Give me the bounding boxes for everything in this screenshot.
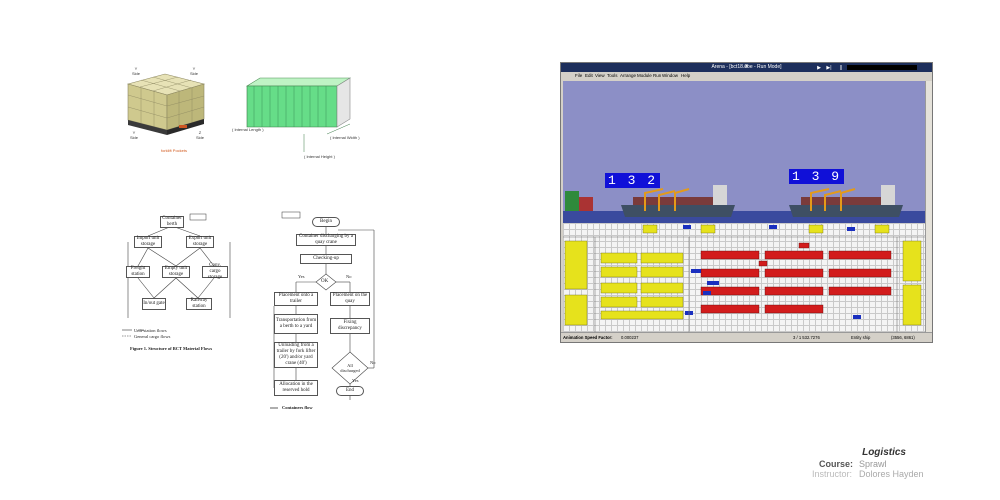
arena-status-bar: Animation Speed Factor: 0.000237 3 / 1 5… [561,332,932,342]
container-length-label: ( Internal Length ) [232,127,264,132]
container-flowchart: Begin Container discharging by a quay cr… [268,210,380,415]
arena-title-bar: Arena - [bct18.doe - Run Mode] ▶ ▶| || ■… [561,63,932,72]
fc-caption: Containers flow [282,405,313,410]
pallet-label-3: Y Side [130,130,139,140]
bct-node-export: Export unit storage [186,236,214,248]
bct-diagram: Container berth Import unit storage Expo… [118,212,238,360]
arena-title: Arena - [bct18.doe - Run Mode] [711,64,782,70]
bct-node-freight: Freight station [126,266,150,278]
bct-node-import: Import unit storage [134,236,162,248]
fc-ok: OK [321,279,329,284]
bct-caption: Figure 1. Structure of BCT Material Flow… [130,346,213,351]
fc-branch-yes-2: Yes [352,378,359,383]
ship-counter-1: 1 3 2 [605,173,661,188]
status-time: 3 / 1 532.7276 [793,335,820,340]
bct-legend-2: General cargo flows [134,334,171,339]
progress-bar [847,65,917,70]
fc-unloading: Unloading from a trailer by fork lifter … [274,342,318,368]
container-drawing [245,77,352,152]
flowchart-connectors [270,211,375,409]
pallet-illustration: Y Side Y Side Y Side Z Side forklift Poc… [110,62,220,157]
fc-fixing: Fixing discrepancy [330,318,370,334]
fc-all-discharged: All discharged [340,363,360,373]
ships-layer [563,185,925,223]
pallet-label-4: Z Side [196,130,205,140]
bct-node-conv: Conv. cargo storage [202,263,228,280]
fc-checking: Checking-up [300,254,352,264]
fc-branch-no-2: No [370,360,376,365]
container-illustration: ( Internal Length ) ( Internal Width ) (… [232,72,362,162]
status-entity: Entity ship [851,335,871,340]
menu-window[interactable]: Window [662,73,679,78]
pause-icon[interactable]: || [839,65,843,71]
menu-tools[interactable]: Tools [607,73,618,78]
fc-end: End [336,386,364,396]
course-value: Sprawl [859,459,887,469]
status-speed-label: Animation Speed Factor: [563,335,613,340]
yard-layer [563,224,925,333]
bct-node-empty: Empty unit storage [162,266,190,278]
footer-title: Logistics [862,447,906,458]
instructor-value: Dolores Hayden [859,469,924,479]
footer-instructor: Instructor: Dolores Hayden [812,469,936,481]
menu-module[interactable]: Module [637,73,652,78]
instructor-label: Instructor: [812,469,853,479]
menu-view[interactable]: View [595,73,605,78]
fc-begin: Begin [312,217,340,227]
fc-transport: Transportation from a berth to a yard [274,314,318,334]
pallet-label-1: Y Side [132,66,141,76]
menu-file[interactable]: File [575,73,583,78]
menu-help[interactable]: Help [681,73,691,78]
vertical-scrollbar[interactable] [925,81,932,333]
fc-discharging: Container discharging by a quay crane [296,234,356,246]
footer-course: Course: Sprawl [812,459,936,471]
container-width-label: ( Internal Width ) [330,135,360,140]
pallet-label-2: Y Side [190,66,199,76]
course-label: Course: [819,459,854,469]
menu-arrange[interactable]: Arrange [620,73,637,78]
bct-node-berth: Container berth [160,216,184,228]
fc-allocation: Allocation in the reserved hold [274,380,318,396]
bct-legend-1: Unit-station flows [134,328,167,333]
yard-area [563,223,925,333]
fc-placement-trailer: Placement onto a trailer [274,292,318,306]
arena-window: Arena - [bct18.doe - Run Mode] ▶ ▶| || ■… [560,62,933,343]
arena-menu-bar: File Edit View Tools Arrange Module Run … [561,72,932,80]
bct-node-gate: In/out gate [142,298,166,310]
close-icon[interactable]: ✕ [743,64,750,70]
container-height-label: ( Internal Height ) [304,154,335,159]
pallet-caption: forklift Pockets [161,148,188,153]
simulation-canvas[interactable]: 1 3 2 1 3 9 [563,81,925,333]
menu-run[interactable]: Run [653,73,662,78]
bct-node-railway: Railway station [186,298,212,310]
step-icon[interactable]: ▶| [826,65,832,71]
menu-edit[interactable]: Edit [585,73,593,78]
fc-branch-no-1: No [346,274,352,279]
status-coords: (3556, 6861) [891,335,915,340]
fc-branch-yes-1: Yes [298,274,305,279]
play-icon[interactable]: ▶ [817,65,821,71]
status-speed-value: 0.000237 [621,335,639,340]
pallet-drawing [126,73,206,135]
fc-placement-quay: Placement on the quay [330,292,370,306]
ship-counter-2: 1 3 9 [789,169,845,184]
